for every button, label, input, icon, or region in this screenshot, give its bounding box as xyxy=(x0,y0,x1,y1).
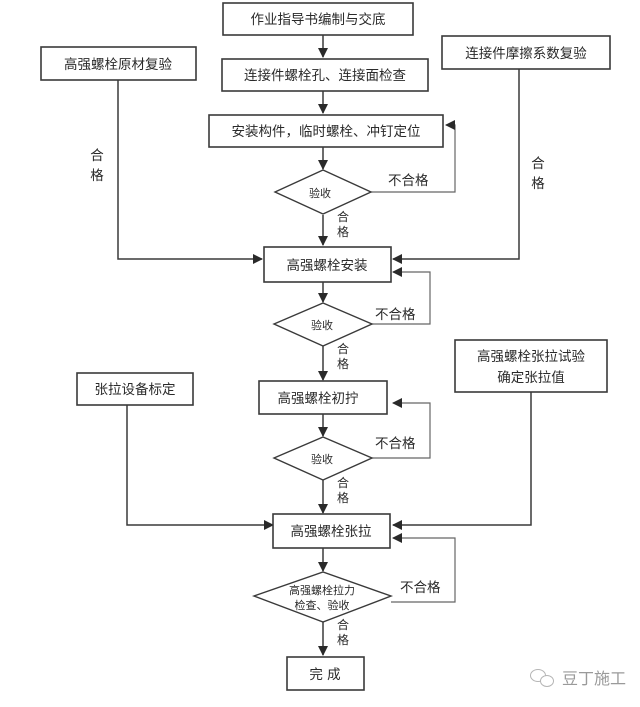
label-pass-accept-1: 合 格 xyxy=(337,209,349,239)
node-guide-label: 作业指导书编制与交底 xyxy=(251,11,386,28)
svg-text:合: 合 xyxy=(337,341,349,356)
decision-accept-1: 验收 xyxy=(273,169,373,215)
label-pass-accept-2: 合 格 xyxy=(337,341,349,371)
loop-fail-accept2 xyxy=(371,267,431,325)
node-bolt-install: 高强螺栓安装 xyxy=(263,246,392,283)
watermark-text: 豆丁施工 xyxy=(561,669,626,688)
svg-text:格: 格 xyxy=(337,224,349,239)
node-hole-check: 连接件螺栓孔、连接面检查 xyxy=(221,58,429,92)
decision-accept-1-label: 验收 xyxy=(309,186,331,200)
node-bolt-install-label: 高强螺栓安装 xyxy=(287,257,368,274)
node-complete: 完 成 xyxy=(286,656,365,691)
node-equipment-calibration-label: 张拉设备标定 xyxy=(95,381,176,398)
label-fail-accept-3: 不合格 xyxy=(375,436,416,452)
node-hole-check-label: 连接件螺栓孔、连接面检查 xyxy=(244,67,406,84)
svg-text:合: 合 xyxy=(337,617,349,632)
label-pass-final-check: 合 格 xyxy=(337,617,349,647)
svg-text:合: 合 xyxy=(337,209,349,224)
svg-text:合: 合 xyxy=(337,475,349,490)
decision-final-check-label-1: 高强螺栓拉力 xyxy=(289,583,355,597)
svg-text:合: 合 xyxy=(531,156,545,172)
label-pass-material: 合 格 xyxy=(90,148,104,184)
watermark: 豆丁施工 xyxy=(529,665,626,689)
svg-text:合: 合 xyxy=(90,148,104,164)
node-install-members: 安装构件，临时螺栓、冲钉定位 xyxy=(208,114,444,148)
node-friction-test-label: 连接件摩擦系数复验 xyxy=(465,45,587,62)
decision-accept-2-label: 验收 xyxy=(311,318,333,332)
label-fail-accept-1: 不合格 xyxy=(388,173,429,189)
arrow-tensiontest-to-tension xyxy=(392,392,532,530)
node-install-members-label: 安装构件，临时螺栓、冲钉定位 xyxy=(232,124,421,140)
node-friction-test: 连接件摩擦系数复验 xyxy=(441,35,611,70)
node-bolt-tension-label: 高强螺栓张拉 xyxy=(291,523,372,540)
svg-text:格: 格 xyxy=(337,632,349,647)
arrow-material-to-boltinstall xyxy=(117,80,263,264)
svg-text:格: 格 xyxy=(90,168,104,184)
node-guide: 作业指导书编制与交底 xyxy=(222,2,414,36)
loop-fail-accept1 xyxy=(370,120,456,193)
svg-text:格: 格 xyxy=(337,356,349,371)
node-tension-test-label-1: 高强螺栓张拉试验 xyxy=(477,348,585,365)
node-initial-tighten: 高强螺栓初拧 xyxy=(258,380,388,415)
decision-accept-3: 验收 xyxy=(272,436,374,481)
loop-fail-accept3 xyxy=(371,398,431,459)
label-fail-final-check: 不合格 xyxy=(400,580,441,596)
arrow-calibration-to-tension xyxy=(126,405,274,530)
decision-final-check-label-2: 检查、验收 xyxy=(295,598,350,612)
node-tension-test-label-2: 确定张拉值 xyxy=(497,370,565,386)
wechat-icon xyxy=(529,667,556,687)
arrow-friction-to-boltinstall xyxy=(392,62,520,264)
svg-text:格: 格 xyxy=(337,490,349,505)
decision-final-check: 高强螺栓拉力 检查、验收 xyxy=(251,571,394,623)
label-pass-friction: 合 格 xyxy=(531,156,545,192)
node-complete-label: 完 成 xyxy=(309,667,340,683)
node-equipment-calibration: 张拉设备标定 xyxy=(76,372,194,406)
label-pass-accept-3: 合 格 xyxy=(337,475,349,505)
node-tension-test: 高强螺栓张拉试验 确定张拉值 xyxy=(454,339,608,393)
node-bolt-tension: 高强螺栓张拉 xyxy=(272,513,391,549)
node-bolt-material-test-label: 高强螺栓原材复验 xyxy=(64,56,172,73)
node-initial-tighten-label: 高强螺栓初拧 xyxy=(278,390,359,407)
loop-fail-finalcheck xyxy=(391,533,456,603)
decision-accept-2: 验收 xyxy=(272,302,374,347)
svg-text:格: 格 xyxy=(531,176,545,192)
node-bolt-material-test: 高强螺栓原材复验 xyxy=(40,46,197,81)
decision-accept-3-label: 验收 xyxy=(311,452,333,466)
label-fail-accept-2: 不合格 xyxy=(375,307,416,323)
